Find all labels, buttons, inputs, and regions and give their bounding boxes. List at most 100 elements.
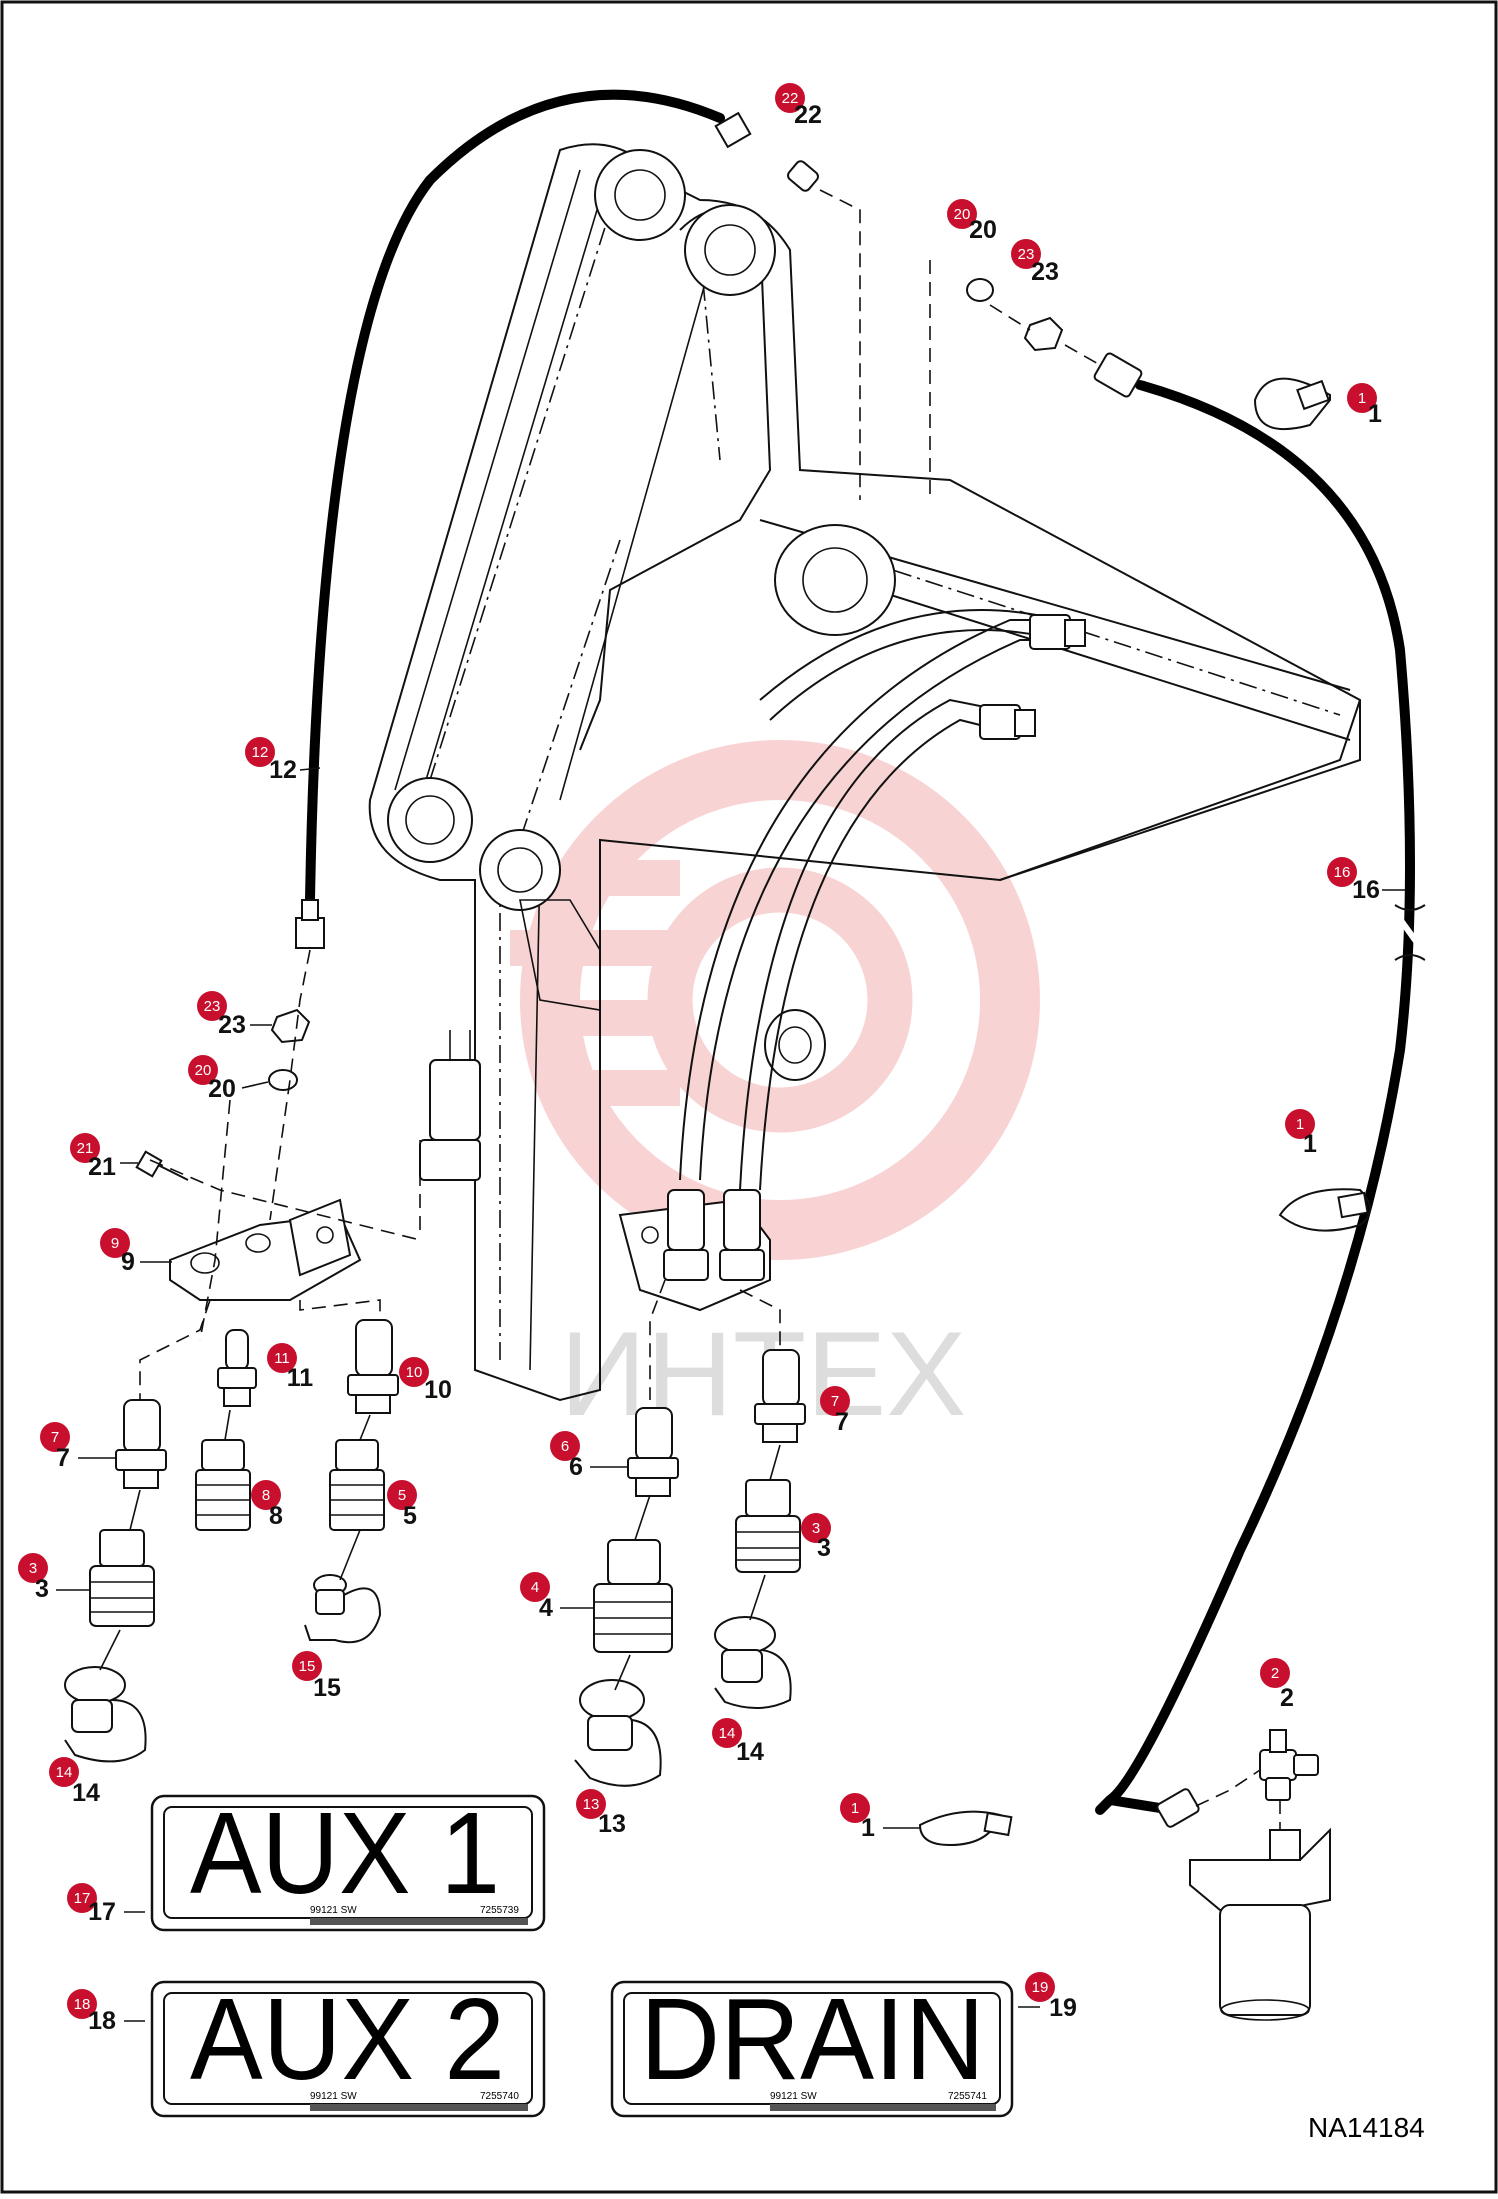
callout-23-top: 23 23: [1011, 239, 1059, 286]
svg-text:16: 16: [1352, 876, 1380, 904]
svg-text:4: 4: [531, 1579, 539, 1596]
svg-text:1: 1: [1303, 1130, 1317, 1158]
part-7-adapter-left: [115, 1399, 167, 1489]
part-23-nut-left: [270, 1008, 311, 1044]
leader-lines: [99, 189, 1281, 1830]
decal-drain-part-no: 99121 SW: [770, 2091, 817, 2102]
svg-text:20: 20: [954, 206, 971, 223]
svg-text:11: 11: [287, 1364, 314, 1392]
svg-text:11: 11: [274, 1350, 290, 1367]
part-2-tee-fitting: [1259, 1729, 1319, 1801]
svg-text:17: 17: [74, 1890, 91, 1907]
decal-aux-2-code: 7255740: [480, 2091, 519, 2102]
svg-text:12: 12: [252, 744, 269, 761]
svg-text:13: 13: [598, 1810, 626, 1838]
svg-text:19: 19: [1032, 1979, 1049, 1996]
callout-18: 18 18: [67, 1989, 145, 2035]
svg-text:23: 23: [218, 1011, 246, 1039]
part-4-coupler: [593, 1539, 673, 1653]
part-11-adapter: [217, 1329, 257, 1407]
svg-text:15: 15: [313, 1674, 341, 1702]
decal-drain: DRAIN 99121 SW 7255741: [610, 1974, 1014, 2118]
hose-12-top-fitting: [714, 111, 752, 149]
svg-text:6: 6: [561, 1438, 569, 1455]
callout-14-right: 14 14: [712, 1718, 764, 1766]
hose-16-break: [1389, 904, 1431, 961]
svg-text:23: 23: [204, 998, 221, 1015]
svg-text:14: 14: [56, 1764, 73, 1781]
svg-text:10: 10: [406, 1364, 423, 1381]
svg-text:5: 5: [398, 1487, 406, 1504]
svg-text:23: 23: [1031, 258, 1059, 286]
svg-text:6: 6: [569, 1453, 583, 1481]
callout-19: 19 19: [1018, 1972, 1077, 2022]
svg-text:9: 9: [111, 1235, 119, 1252]
svg-text:20: 20: [208, 1075, 236, 1103]
svg-text:3: 3: [29, 1560, 37, 1577]
callout-7-right: 7 7: [820, 1386, 850, 1436]
callout-8: 8 8: [251, 1480, 283, 1530]
decal-drain-code: 7255741: [948, 2091, 987, 2102]
svg-text:18: 18: [88, 2007, 116, 2035]
part-20-washer-left: [268, 1069, 298, 1091]
svg-text:7: 7: [56, 1444, 70, 1472]
callout-16: 16 16: [1327, 857, 1405, 904]
part-21-bolt: [135, 1150, 189, 1181]
svg-text:1: 1: [1368, 400, 1382, 428]
svg-text:3: 3: [812, 1520, 820, 1537]
callout-15: 15 15: [292, 1651, 341, 1702]
svg-text:3: 3: [817, 1534, 831, 1562]
lower-left-hose-fitting: [419, 1030, 481, 1181]
callout-3-left: 3 3: [18, 1553, 90, 1603]
part-1-clamp-top: [1253, 377, 1331, 431]
svg-text:20: 20: [969, 216, 997, 244]
svg-text:15: 15: [299, 1658, 316, 1675]
part-14-dust-cap-left: [64, 1666, 147, 1763]
decal-aux-2: AUX 2 99121 SW 7255740: [150, 1974, 546, 2118]
callout-20-top: 20 20: [947, 199, 997, 244]
decal-aux-2-part-no: 99121 SW: [310, 2091, 357, 2102]
svg-text:8: 8: [262, 1487, 270, 1504]
callout-14-left: 14 14: [49, 1757, 100, 1807]
loader-arm: [368, 143, 1361, 1402]
part-14-dust-cap-right: [714, 1616, 792, 1710]
svg-text:1: 1: [851, 1800, 859, 1817]
callout-4: 4 4: [520, 1572, 594, 1622]
callout-20-left: 20 20: [188, 1055, 269, 1103]
hose-16-top-fitting: [1093, 352, 1143, 398]
callout-11: 11 11: [267, 1343, 313, 1392]
callout-17: 17 17: [67, 1883, 145, 1926]
hose-16-lower: [1105, 1795, 1165, 1813]
svg-text:7: 7: [51, 1429, 59, 1446]
svg-text:2: 2: [1271, 1665, 1279, 1682]
callout-21: 21 21: [70, 1133, 138, 1181]
part-3-coupler-left: [89, 1529, 155, 1627]
hose-16: [1095, 380, 1415, 1815]
svg-text:14: 14: [736, 1738, 764, 1766]
diagram-code: NA14184: [1308, 2112, 1425, 2143]
callout-7-left: 7 7: [40, 1422, 116, 1472]
decal-aux-2-title: AUX 2: [190, 1974, 505, 2104]
callout-9: 9 9: [100, 1228, 172, 1276]
callout-22: 22 22: [775, 83, 822, 129]
part-1-clamp-right: [1278, 1188, 1371, 1232]
part-7-adapter-right: [754, 1349, 806, 1443]
svg-text:14: 14: [72, 1779, 100, 1807]
svg-text:14: 14: [719, 1725, 736, 1742]
part-13-dust-cap: [574, 1679, 662, 1787]
svg-text:21: 21: [77, 1140, 94, 1157]
drain-filter: [1189, 1827, 1331, 2021]
callout-6: 6 6: [550, 1431, 628, 1481]
svg-text:1: 1: [1296, 1116, 1304, 1133]
svg-text:8: 8: [269, 1502, 283, 1530]
svg-text:16: 16: [1334, 864, 1351, 881]
part-6-adapter: [627, 1407, 679, 1497]
svg-text:20: 20: [195, 1062, 212, 1079]
svg-text:3: 3: [35, 1575, 49, 1603]
callout-1-top: 1 1: [1347, 383, 1382, 428]
svg-text:9: 9: [121, 1248, 135, 1276]
svg-text:17: 17: [88, 1898, 116, 1926]
